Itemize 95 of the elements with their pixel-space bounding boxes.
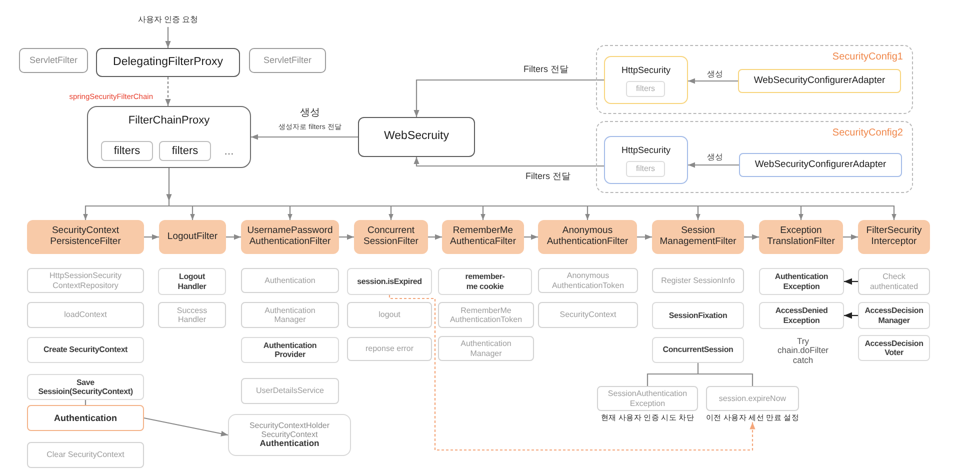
group-title: SecurityConfig2 <box>832 127 903 139</box>
detail-box: Save Sessioin(SecurityContext) <box>27 374 144 400</box>
detail-box: Create SecurityContext <box>27 337 144 363</box>
detail-box: Anonymous AuthenticationToken <box>538 268 638 293</box>
detail-box: ConcurrentSession <box>652 337 744 363</box>
detail-box: RememberMe AuthenticationToken <box>438 302 534 328</box>
filter-box: filters <box>626 81 665 97</box>
arrow <box>844 312 858 319</box>
arrow <box>744 234 759 240</box>
detail-box: session.expireNow <box>706 386 799 411</box>
filter-box: filters <box>101 141 153 161</box>
detail-box: Authentication <box>241 268 339 293</box>
http-security-box <box>604 56 688 104</box>
adapter-box: WebSecurityConfigurerAdapter <box>738 69 901 93</box>
detail-box: logout <box>347 302 432 328</box>
code-note: Try chain.doFilter catch <box>778 336 828 366</box>
title: HttpSecurity <box>621 144 671 156</box>
connector <box>698 373 754 386</box>
connector <box>84 400 86 405</box>
config-group <box>596 121 913 193</box>
arrow <box>843 234 858 240</box>
component-box: DelegatingFilterProxy <box>96 48 240 77</box>
detail-box: Success Handler <box>158 302 226 328</box>
connector <box>697 363 699 374</box>
title: HttpSecurity <box>621 64 671 76</box>
detail-box: Logout Handler <box>158 268 226 295</box>
detail-box: AccessDenied Exception <box>759 302 844 329</box>
start-label: 사용자 인증 요청 <box>135 12 201 27</box>
edge-label: Filters 전달 <box>524 172 572 182</box>
filter-step: LogoutFilter <box>159 220 226 254</box>
arrow <box>339 234 354 240</box>
detail-box: Authentication Provider <box>241 337 339 363</box>
detail-box: Authentication Exception <box>759 268 844 295</box>
adapter-box: WebSecurityConfigurerAdapter <box>739 153 902 177</box>
filter-step: Exception TranslationFilter <box>759 220 843 254</box>
arrow <box>144 234 159 240</box>
edge-label: 생성 <box>298 108 322 118</box>
filter-box: ServletFilter <box>19 48 88 73</box>
arrow <box>428 234 442 240</box>
detail-box: Clear SecurityContext <box>27 442 144 468</box>
arrow <box>226 234 241 240</box>
arrow <box>165 27 171 48</box>
arrow <box>388 294 756 451</box>
detail-box: Register SessionInfo <box>652 268 744 293</box>
proxy-panel <box>87 106 251 168</box>
detail-box: UserDetailsService <box>241 378 339 404</box>
arrow <box>144 417 228 436</box>
filter-step: FilterSecurity Interceptor <box>858 220 930 254</box>
filter-step: Concurrent SessionFilter <box>354 220 428 254</box>
item-text: SecurityContextHolder SecurityContext <box>249 420 330 440</box>
filter-step: RememberMe AuthenticaFilter <box>442 220 524 254</box>
ellipsis: … <box>224 146 234 158</box>
detail-box: HttpSessionSecurity ContextRepository <box>27 268 144 293</box>
arrow <box>251 134 358 140</box>
detail-box: Authentication Manager <box>438 336 534 361</box>
filter-box: ServletFilter <box>249 48 326 73</box>
filter-step: UsernamePassword AuthenticationFilter <box>241 220 339 254</box>
detail-box: Authentication <box>27 405 144 431</box>
arrow <box>637 234 652 240</box>
detail-box: SessionFixation <box>652 302 744 329</box>
arrow <box>844 278 858 285</box>
detail-box <box>228 414 351 456</box>
connector <box>646 373 698 386</box>
edge-label: Filters 전달 <box>522 65 570 75</box>
arrow <box>688 162 739 168</box>
detail-box: loadContext <box>27 302 144 328</box>
arrow <box>166 168 172 206</box>
http-security-box <box>604 136 688 184</box>
item-text: Authentication <box>260 439 320 450</box>
detail-box: SecurityContext <box>538 302 638 328</box>
edge-label: 생성 <box>705 154 725 162</box>
component-box: WebSecruity <box>358 117 475 157</box>
detail-box: session.isExpired <box>347 268 432 295</box>
group-title: SecurityConfig1 <box>832 51 903 63</box>
arrow <box>414 157 604 167</box>
arrow <box>688 78 738 84</box>
arrow <box>414 79 604 117</box>
detail-box: reponse error <box>347 337 432 361</box>
title: FilterChainProxy <box>128 114 210 128</box>
detail-box: Authentication Manager <box>241 302 339 328</box>
detail-box: Check authenticated <box>858 268 930 295</box>
arrow <box>83 205 169 220</box>
arrow <box>524 234 538 240</box>
filter-step: Anonymous AuthenticationFilter <box>538 220 637 254</box>
filter-step: SecurityContext PersistenceFilter <box>27 220 144 254</box>
arrow <box>165 77 171 106</box>
config-group <box>596 45 913 114</box>
filter-step: Session ManagementFilter <box>652 220 744 254</box>
edge-label: 생성 <box>705 70 725 80</box>
detail-box: remember-me cookie <box>438 268 532 295</box>
filter-box: filters <box>626 161 665 177</box>
detail-box: AccessDecision Voter <box>858 335 930 361</box>
detail-box: AccessDecision Manager <box>858 302 930 329</box>
detail-box: SessionAuthentication Exception <box>597 386 698 411</box>
filter-box: filters <box>159 141 211 161</box>
